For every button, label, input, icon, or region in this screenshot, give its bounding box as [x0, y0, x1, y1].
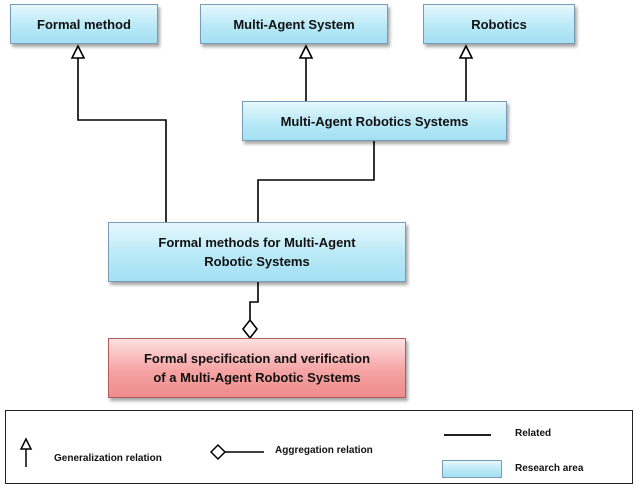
- node-formal-method-label: Formal method: [37, 16, 131, 32]
- legend-research-area-label: Research area: [515, 463, 584, 474]
- related-edge-mars: [257, 141, 375, 222]
- generalization-arrow-formal-method: [70, 44, 86, 59]
- hollow-triangle-arrow-icon: [19, 437, 33, 467]
- legend-generalization-label: Generalization relation: [54, 453, 162, 464]
- node-goal-label-line2: of a Multi-Agent Robotic Systems: [153, 370, 361, 385]
- node-robotics-label: Robotics: [471, 16, 527, 32]
- node-goal-specification-verification: Formal specification and verification of…: [108, 338, 406, 398]
- generalization-arrow-robotics: [458, 44, 474, 59]
- legend-aggregation-label: Aggregation relation: [275, 445, 373, 456]
- aggregation-edge: [249, 282, 259, 320]
- node-multi-agent-system-label: Multi-Agent System: [233, 16, 355, 32]
- node-multi-agent-system: Multi-Agent System: [200, 4, 388, 44]
- node-formal-methods-for-mars: Formal methods for Multi-Agent Robotic S…: [108, 222, 406, 282]
- node-fm-mars-label-line1: Formal methods for Multi-Agent: [158, 235, 356, 250]
- legend: Generalization relation Aggregation rela…: [5, 410, 633, 484]
- node-multi-agent-robotics-systems: Multi-Agent Robotics Systems: [242, 101, 507, 141]
- node-fm-mars-label-line2: Robotic Systems: [204, 254, 310, 269]
- aggregation-diamond: [241, 318, 259, 340]
- legend-related-label: Related: [515, 428, 552, 439]
- node-goal-label-line1: Formal specification and verification: [143, 351, 371, 366]
- legend-symbols: [19, 434, 491, 467]
- generalization-edge-formal-method: [77, 58, 167, 222]
- generalization-arrow-multi-agent-system: [298, 44, 314, 59]
- hollow-diamond-icon: [209, 443, 264, 461]
- node-robotics: Robotics: [423, 4, 575, 44]
- node-formal-method: Formal method: [10, 4, 158, 44]
- legend-research-area-swatch: [442, 460, 502, 478]
- node-mars-label: Multi-Agent Robotics Systems: [280, 113, 469, 129]
